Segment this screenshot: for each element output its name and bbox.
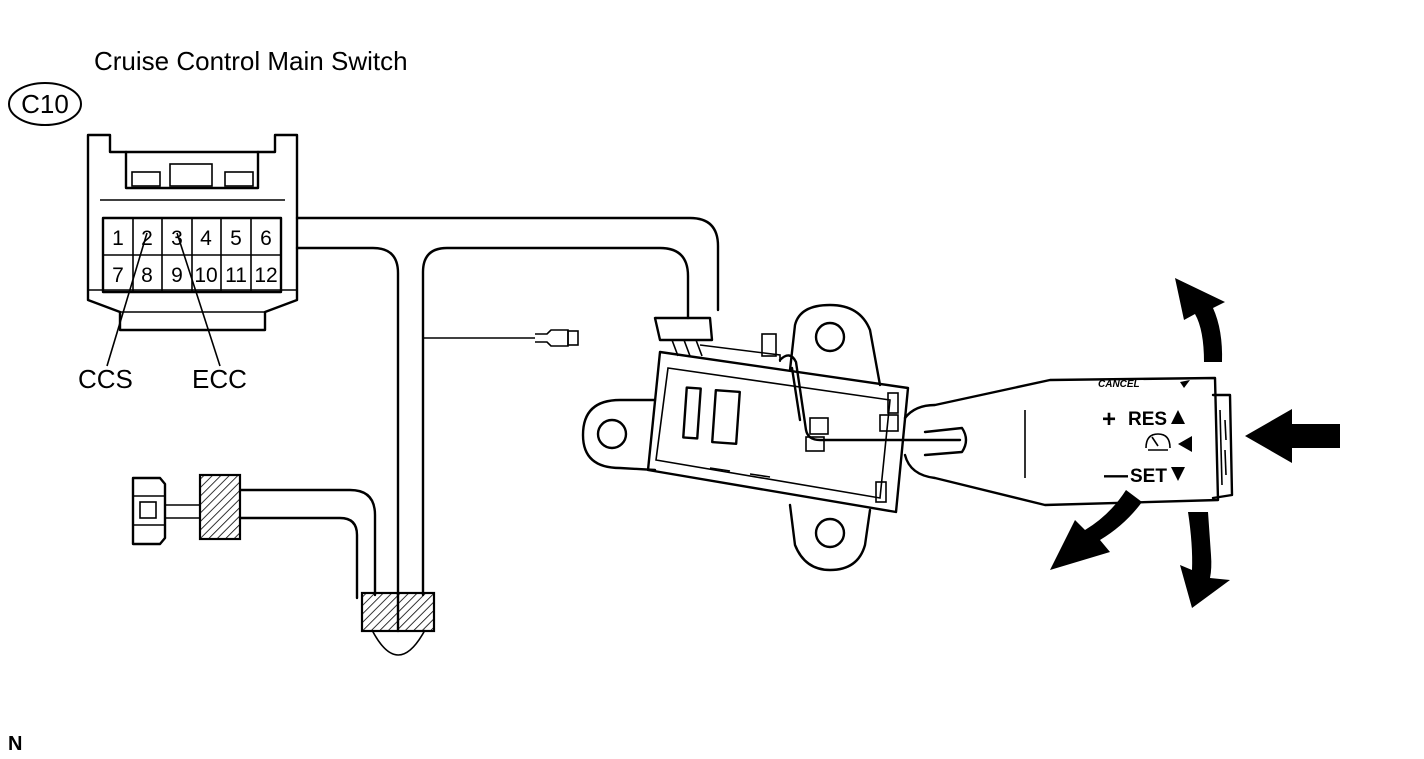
harness-clamp-left — [198, 473, 242, 541]
connector-c10: 1 2 3 4 5 6 7 8 9 10 11 12 — [86, 133, 299, 332]
pin-label: 1 — [112, 227, 124, 250]
plus-label: + — [1102, 406, 1116, 433]
pin-label: 4 — [200, 227, 212, 250]
figure-code: N — [8, 733, 22, 755]
speedometer-icon — [1145, 433, 1171, 451]
pin-label: 2 — [141, 227, 153, 250]
pin-row-1: 1 2 3 4 5 6 — [112, 227, 272, 250]
cruise-lever — [903, 376, 1234, 507]
pin-label: 12 — [254, 264, 277, 287]
pin-label: 7 — [112, 264, 124, 287]
push-operation-arrow-icon — [1245, 409, 1340, 463]
pin-label: 9 — [171, 264, 183, 287]
pin-label: 6 — [260, 227, 272, 250]
pin-label: 11 — [225, 264, 247, 287]
ecc-label: ECC — [192, 364, 247, 394]
res-label: RES — [1128, 409, 1167, 430]
wire-harness — [238, 216, 720, 656]
minus-label: — — [1104, 462, 1128, 489]
cancel-arrow-icon — [1180, 380, 1190, 388]
set-down-arrow-icon — [1171, 467, 1185, 481]
pin-row-2: 7 8 9 10 11 12 — [112, 264, 278, 287]
pin-label: 5 — [230, 227, 242, 250]
down-operation-arrow-icon — [1180, 512, 1230, 608]
set-label: SET — [1130, 466, 1167, 487]
pin-label: 10 — [194, 264, 217, 287]
main-switch-arrow-icon — [1178, 436, 1192, 452]
connector-code: C10 — [21, 89, 69, 119]
ccs-label: CCS — [78, 364, 133, 394]
cancel-label: CANCEL — [1098, 379, 1140, 390]
ccs-leader-line — [106, 232, 148, 367]
res-up-arrow-icon — [1171, 410, 1185, 424]
switch-body — [581, 303, 962, 572]
ecc-leader-line — [176, 232, 221, 367]
up-operation-arrow-icon — [1175, 278, 1225, 362]
diagram-title: Cruise Control Main Switch — [94, 46, 408, 76]
pull-operation-arrow-icon — [1050, 490, 1142, 570]
connector-code-badge: C10 — [8, 82, 82, 126]
branch-connector — [131, 476, 200, 546]
pin-label: 8 — [141, 264, 153, 287]
pin-label: 3 — [171, 227, 183, 250]
